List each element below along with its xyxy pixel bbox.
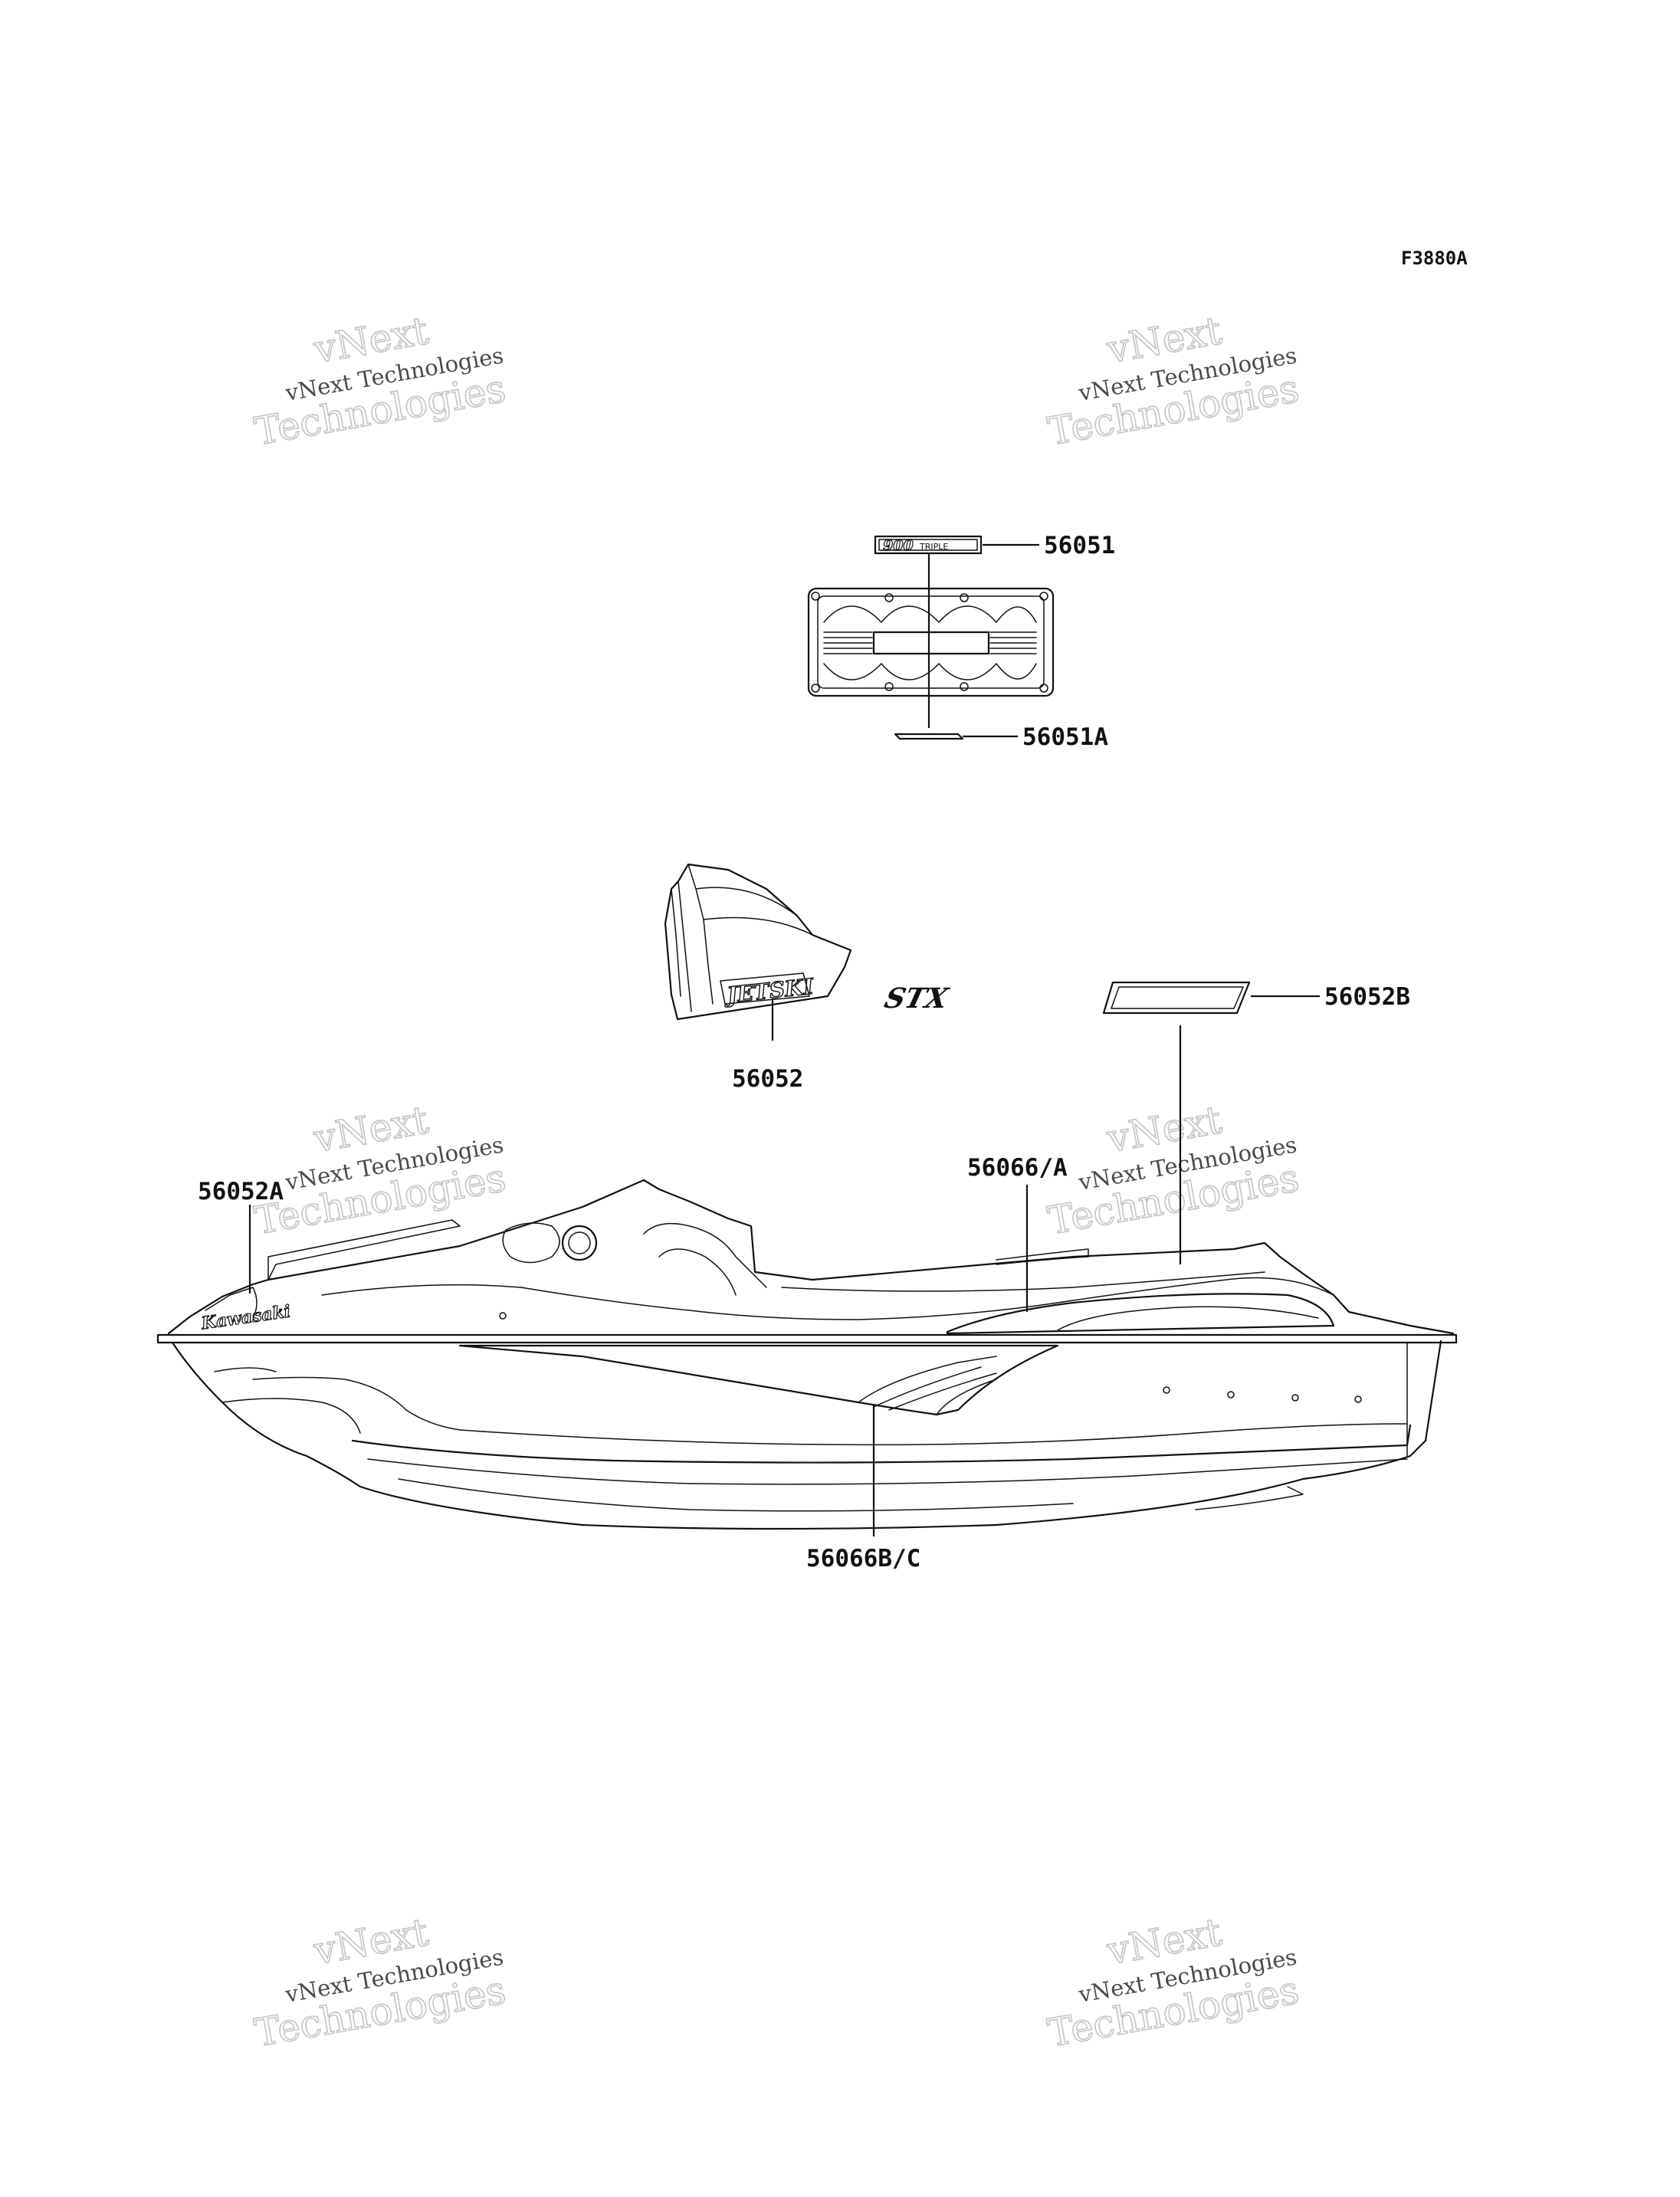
part-label-56052: 56052	[732, 1065, 803, 1093]
figure-code: F3880A	[1401, 248, 1468, 269]
watermark-top-left: vNext vNext Technologies Technologies	[251, 307, 510, 454]
part-label-56051: 56051	[1044, 532, 1115, 559]
part-label-56066-A: 56066/A	[967, 1154, 1068, 1182]
engine-badge-decal: 900 TRIPLE	[874, 535, 983, 555]
part-label-56051A: 56051A	[1022, 723, 1108, 751]
watermark-top-right: vNext vNext Technologies Technologies	[1044, 307, 1303, 454]
watermark-bottom-left: vNext vNext Technologies Technologies	[251, 1909, 510, 2056]
engine-cover	[807, 587, 1055, 697]
watermark-mid-right: vNext vNext Technologies Technologies	[1044, 1097, 1303, 1244]
kawasaki-logo: Kawasaki	[199, 1301, 291, 1333]
part-label-56066B-C: 56066B/C	[806, 1545, 920, 1572]
watermark-bottom-right: vNext vNext Technologies Technologies	[1044, 1909, 1303, 2056]
jetski-side-panel: JETSKI	[664, 863, 852, 1021]
watermark-mid-left: vNext vNext Technologies Technologies	[251, 1097, 510, 1244]
part-label-56052A: 56052A	[198, 1178, 284, 1205]
engine-badge-subtext: TRIPLE	[919, 542, 948, 552]
stx-logo: STX	[881, 982, 953, 1015]
jetski-logo: JETSKI	[722, 974, 815, 1008]
part-label-56052B: 56052B	[1324, 983, 1410, 1011]
stx-decal: STX	[881, 981, 1251, 1015]
engine-badge-text: 900	[883, 537, 914, 554]
watercraft-hull: Kawasaki	[156, 1179, 1458, 1530]
small-strip-decal	[894, 733, 964, 740]
